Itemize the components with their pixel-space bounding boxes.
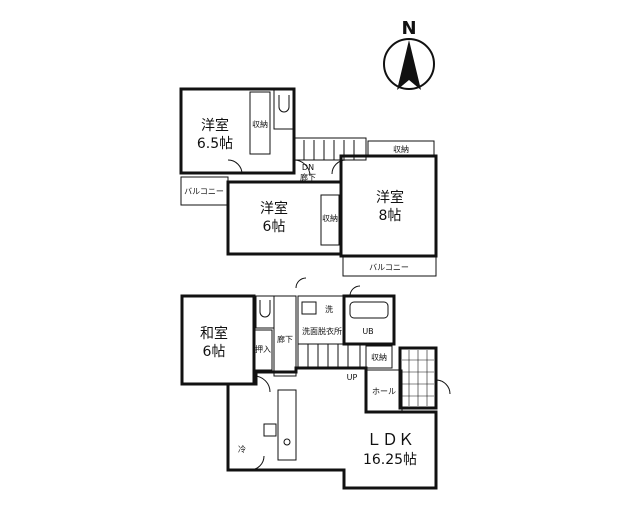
stair-down-label: DN	[302, 163, 314, 172]
closet-b-outline	[320, 194, 340, 246]
wash-label: 洗	[325, 304, 333, 314]
stair-treads-upper	[303, 140, 355, 160]
compass-north-label: N	[401, 18, 416, 39]
ldk-outline	[226, 366, 438, 490]
bathtub-icon	[349, 301, 389, 319]
closet-c-label: 収納	[393, 144, 409, 154]
stair-lower-outline	[297, 343, 361, 369]
ldk-size: 16.25帖	[363, 452, 417, 468]
door-swing-2	[331, 159, 347, 175]
toilet-lower-outline	[255, 295, 275, 329]
room-b-size: 6帖	[263, 219, 286, 235]
genkan-label: ホール	[372, 387, 396, 396]
upper-hall-label: 廊下	[300, 172, 316, 182]
sink-icon	[263, 423, 277, 437]
room-a-name: 洋室	[201, 117, 229, 134]
washitsu-size: 6帖	[203, 344, 226, 360]
stove-icon	[283, 438, 291, 446]
lower-floor: 和室 6帖 押入 廊下 洗 洗面脱衣所 UB 収納 UP ホール ＬＤＫ 16.…	[180, 277, 451, 490]
ldk-name: ＬＤＫ	[366, 430, 414, 449]
door-swing-8	[349, 285, 361, 297]
room-6-5-outline	[179, 87, 296, 175]
closet-b-label: 収納	[322, 213, 338, 223]
closet-a-label: 収納	[252, 119, 268, 129]
door-swing-1	[293, 159, 311, 177]
toilet-lower-icon	[259, 300, 271, 318]
entrance-tiles	[402, 350, 434, 406]
door-swing-7	[295, 277, 307, 289]
compass-circle	[383, 38, 435, 90]
compass-needle-icon	[397, 40, 421, 90]
lower-hall-label: 廊下	[277, 334, 293, 344]
bath-label: UB	[362, 327, 373, 336]
stair-up-label: UP	[347, 373, 358, 382]
room-c-name: 洋室	[376, 189, 404, 206]
storage-outline	[365, 345, 393, 369]
washroom-label: 洗面脱衣所	[302, 326, 342, 336]
room-b-name: 洋室	[260, 200, 288, 217]
entrance-outline	[398, 346, 438, 410]
washbasin-icon	[301, 301, 317, 315]
balcony-right-outline	[342, 255, 437, 277]
oshiire-label: 押入	[255, 344, 271, 354]
corridor-outline	[273, 295, 297, 377]
room-a-size: 6.5帖	[197, 136, 233, 152]
door-swing-4	[253, 375, 271, 393]
balcony-left-label: バルコニー	[184, 187, 224, 196]
room-8-outline	[339, 154, 438, 258]
door-swing-5	[249, 455, 265, 471]
upper-floor: 洋室 6.5帖 洋室 6帖 洋室 8帖 収納 収納 収納 バルコニー バルコニー…	[179, 87, 438, 277]
oshiire-outline	[253, 329, 273, 371]
fridge-label: 冷	[238, 444, 246, 454]
toilet-upper-outline	[273, 88, 295, 130]
stair-treads-lower	[307, 344, 349, 368]
closet-a-outline	[249, 91, 271, 155]
washitsu-name: 和室	[200, 325, 228, 342]
balcony-right-label: バルコニー	[369, 263, 409, 272]
storage-label: 収納	[371, 352, 387, 362]
stair-upper-outline	[293, 137, 367, 161]
closet-c-outline	[367, 140, 435, 158]
compass: N	[383, 18, 435, 90]
kitchen-counter	[277, 389, 297, 461]
door-swing-3	[227, 159, 243, 175]
room-c-size: 8帖	[379, 208, 402, 224]
door-swing-6	[435, 379, 451, 395]
toilet-upper-icon	[278, 95, 290, 113]
balcony-left-outline	[180, 176, 229, 206]
washroom-outline	[297, 295, 345, 345]
bath-outline	[342, 294, 396, 346]
